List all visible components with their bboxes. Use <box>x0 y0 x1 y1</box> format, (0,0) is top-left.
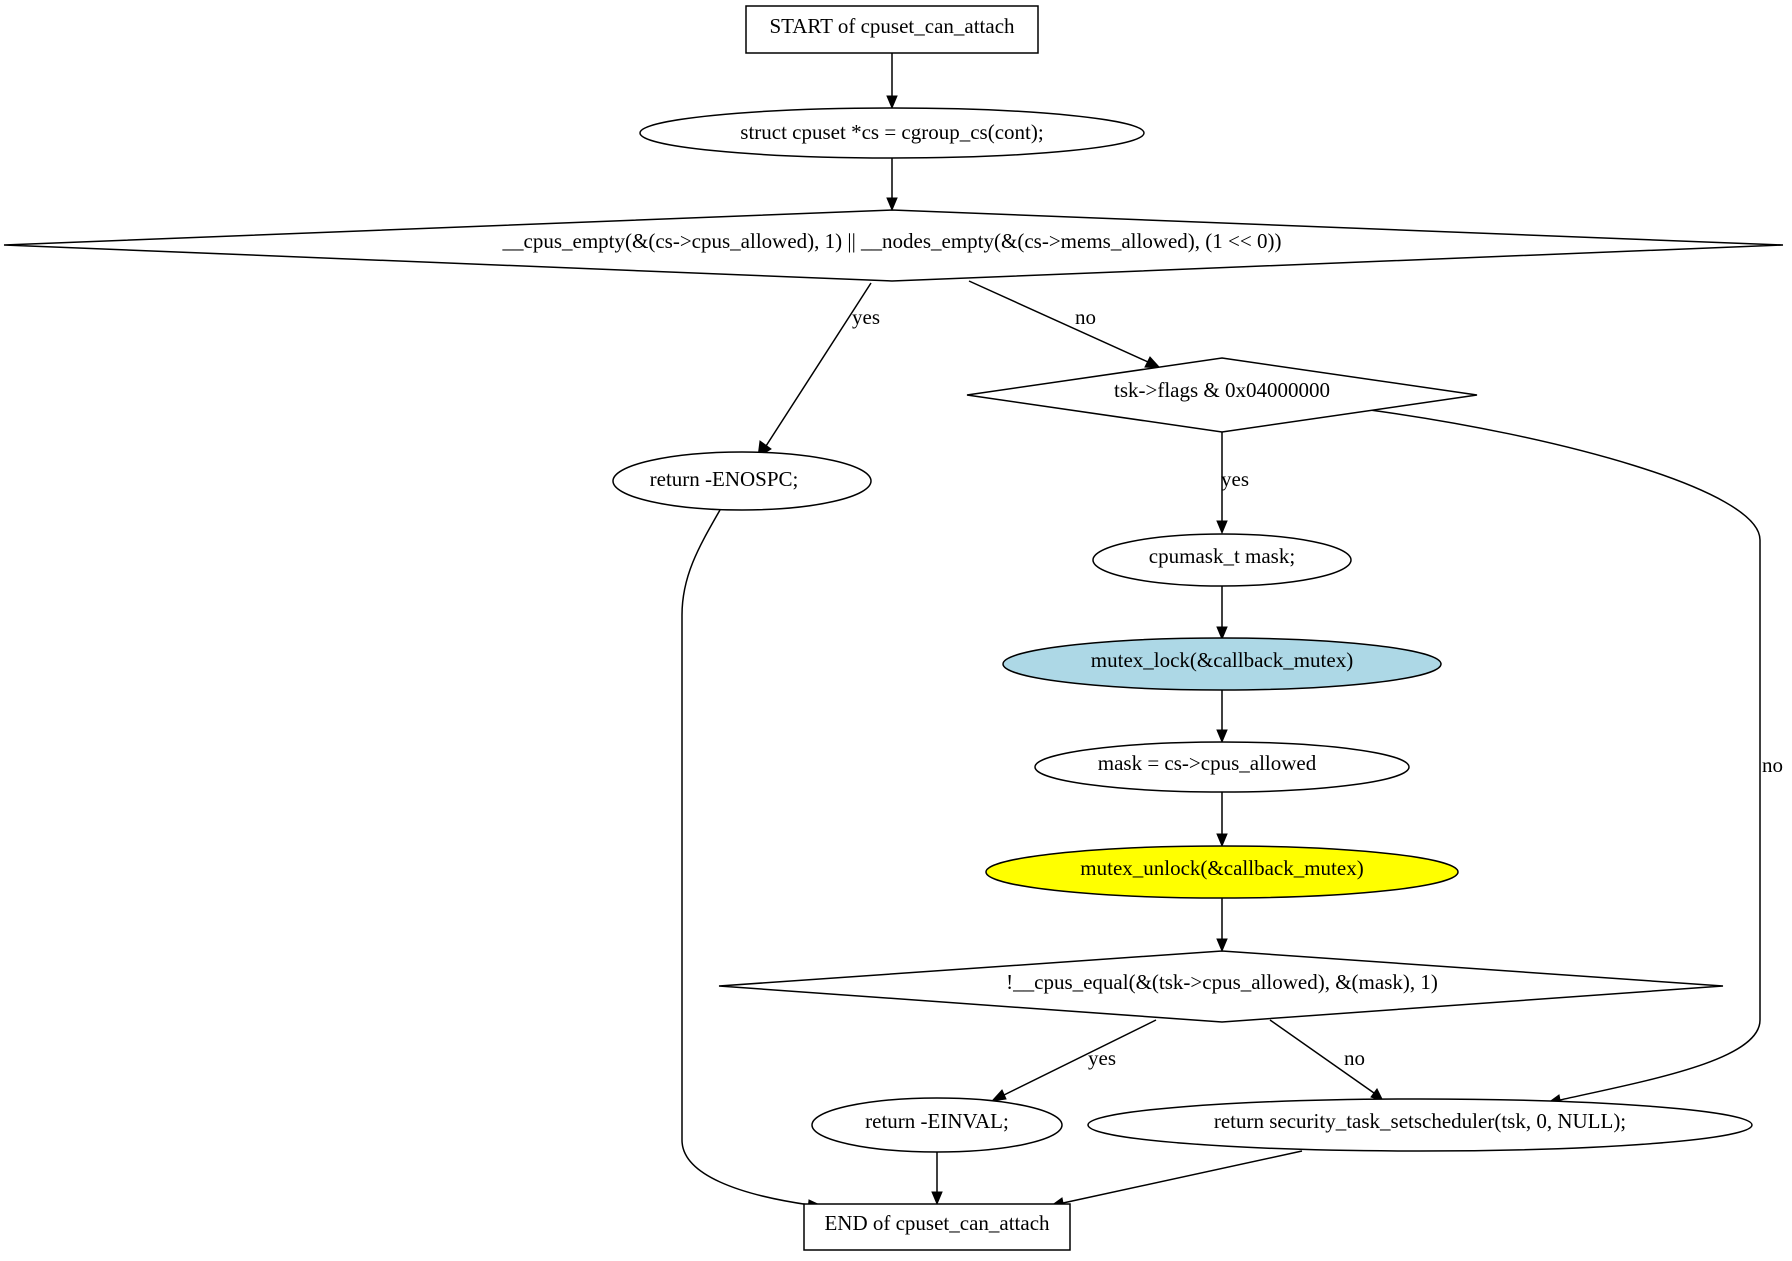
node-start-label: START of cpuset_can_attach <box>769 14 1015 38</box>
edge-cond-empty-no: no <box>968 280 1162 369</box>
edge-label-cond-flags-yes: yes <box>1221 467 1249 491</box>
edge-label-cond-equal-no: no <box>1344 1046 1365 1070</box>
edge-cond-flags-no: no <box>1369 409 1783 1106</box>
node-decl-mask-label: cpumask_t mask; <box>1149 544 1295 568</box>
edges: yes no yes no <box>681 53 1783 1211</box>
node-mutex-unlock-label: mutex_unlock(&callback_mutex) <box>1080 856 1363 880</box>
node-decl-cs: struct cpuset *cs = cgroup_cs(cont); <box>639 107 1145 159</box>
edge-cond-equal-yes: yes <box>990 1019 1157 1102</box>
node-cond-equal-label: !__cpus_equal(&(tsk->cpus_allowed), &(ma… <box>1006 970 1438 994</box>
edge-security-to-end <box>1049 1150 1303 1209</box>
node-start: START of cpuset_can_attach <box>745 5 1039 54</box>
node-end-label: END of cpuset_can_attach <box>824 1211 1050 1235</box>
edge-assign-to-unlock <box>1216 792 1228 848</box>
node-cond-flags-label: tsk->flags & 0x04000000 <box>1114 378 1330 402</box>
node-ret-enospc: return -ENOSPC; <box>612 451 872 511</box>
edge-cond-empty-yes: yes <box>757 282 880 458</box>
node-mutex-unlock: mutex_unlock(&callback_mutex) <box>985 845 1459 899</box>
node-end: END of cpuset_can_attach <box>803 1203 1071 1251</box>
node-assign-mask: mask = cs->cpus_allowed <box>1034 741 1410 793</box>
edge-einval-to-end <box>931 1152 943 1206</box>
edge-label-cond-empty-no: no <box>1075 305 1096 329</box>
node-assign-mask-label: mask = cs->cpus_allowed <box>1098 751 1317 775</box>
node-ret-security: return security_task_setscheduler(tsk, 0… <box>1087 1098 1753 1152</box>
nodes: START of cpuset_can_attach struct cpuset… <box>3 5 1784 1251</box>
node-ret-security-label: return security_task_setscheduler(tsk, 0… <box>1214 1109 1626 1133</box>
edge-decl-mask-to-lock <box>1216 586 1228 641</box>
node-cond-equal: !__cpus_equal(&(tsk->cpus_allowed), &(ma… <box>718 950 1724 1023</box>
edge-label-cond-flags-no: no <box>1762 753 1783 777</box>
node-cond-empty: __cpus_empty(&(cs->cpus_allowed), 1) || … <box>3 209 1784 282</box>
node-ret-enospc-label: return -ENOSPC; <box>650 467 799 491</box>
edge-unlock-to-cond-equal <box>1216 898 1228 953</box>
edge-label-cond-empty-yes: yes <box>852 305 880 329</box>
edge-lock-to-assign <box>1216 690 1228 744</box>
node-cond-empty-label: __cpus_empty(&(cs->cpus_allowed), 1) || … <box>502 229 1282 253</box>
node-cond-flags: tsk->flags & 0x04000000 <box>966 357 1478 433</box>
node-mutex-lock-label: mutex_lock(&callback_mutex) <box>1091 648 1353 672</box>
node-mutex-lock: mutex_lock(&callback_mutex) <box>1002 637 1442 691</box>
node-decl-cs-label: struct cpuset *cs = cgroup_cs(cont); <box>740 120 1043 144</box>
node-ret-einval: return -EINVAL; <box>811 1097 1063 1153</box>
edge-label-cond-equal-yes: yes <box>1088 1046 1116 1070</box>
edge-enospc-to-end <box>681 509 824 1211</box>
edge-start-to-decl <box>886 53 898 110</box>
edge-cond-flags-yes: yes <box>1216 432 1249 535</box>
node-decl-mask: cpumask_t mask; <box>1092 533 1352 587</box>
edge-decl-to-cond-empty <box>886 158 898 212</box>
node-ret-einval-label: return -EINVAL; <box>865 1109 1009 1133</box>
edge-cond-equal-no: no <box>1269 1019 1384 1102</box>
